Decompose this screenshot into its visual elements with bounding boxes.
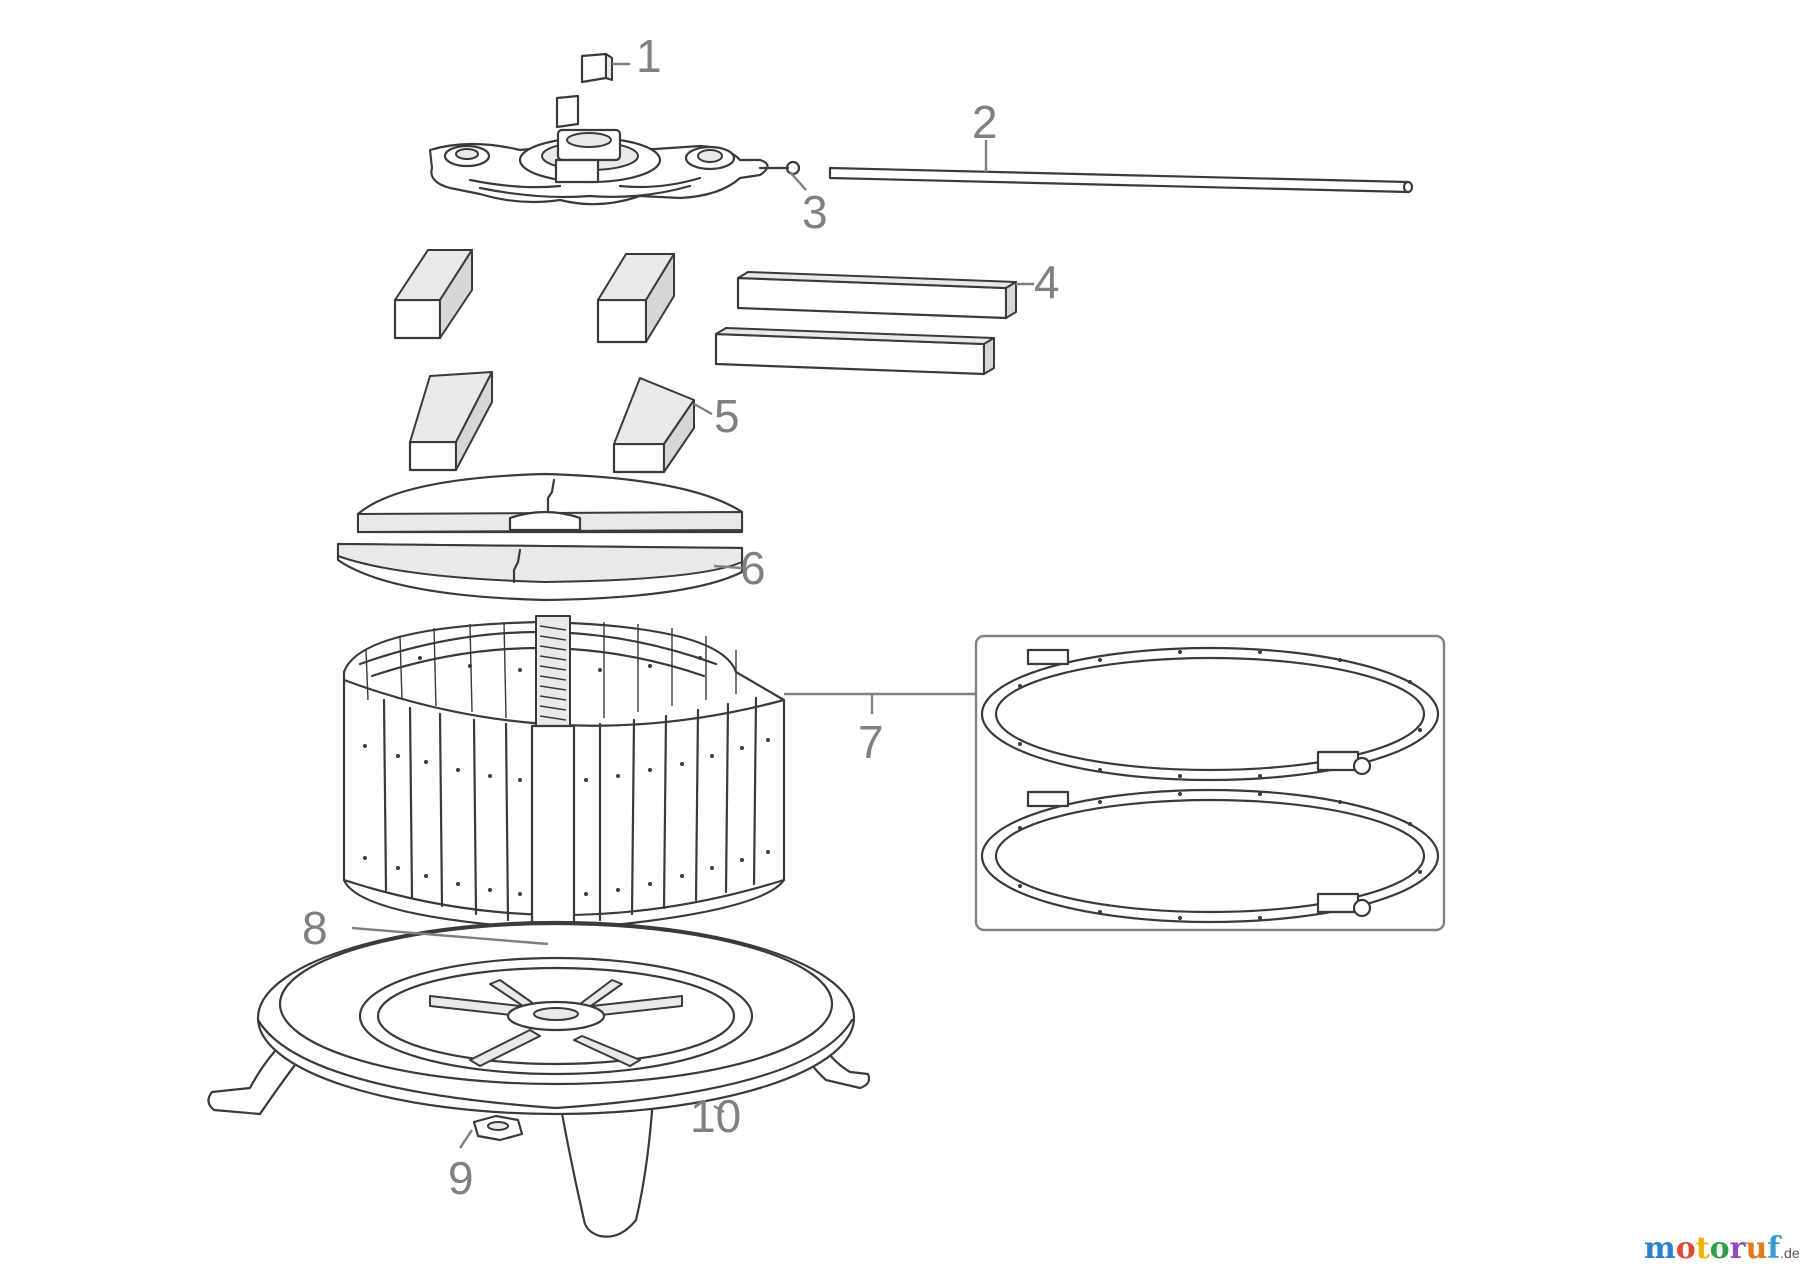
callout-6: 6 <box>740 542 766 594</box>
part-2-handle-rod <box>828 166 1414 194</box>
part-4-short-blocks <box>393 249 675 344</box>
logo-letter: o <box>1710 1231 1730 1266</box>
callout-labels: 1 2 3 4 5 6 7 8 9 10 <box>302 30 1060 1204</box>
callout-10: 10 <box>690 1090 741 1142</box>
logo-letter: o <box>1676 1231 1696 1266</box>
part-9-hex-nut <box>472 1114 524 1142</box>
svg-text:motoruf.de: motoruf.de <box>1644 1231 1800 1266</box>
part-5-pressing-blocks <box>408 371 695 474</box>
callout-9: 9 <box>448 1152 474 1204</box>
callout-5: 5 <box>714 390 740 442</box>
callout-8: 8 <box>302 902 328 954</box>
logo-letter: r <box>1730 1231 1747 1266</box>
part-3-gear-head <box>428 128 801 206</box>
part-4-long-bars <box>714 271 1017 376</box>
part-10-base-tray <box>207 920 871 1238</box>
part-6-press-plates <box>336 472 744 602</box>
logo-letter: f <box>1767 1231 1782 1266</box>
callout-3: 3 <box>802 186 828 238</box>
logo-suffix: .de <box>1780 1245 1800 1261</box>
logo-letter: u <box>1745 1231 1767 1266</box>
callout-2: 2 <box>972 96 998 148</box>
logo-letter: t <box>1696 1231 1710 1266</box>
motoruf-logo: motoruf.de <box>1644 1231 1800 1266</box>
part-7-barrel-cage <box>342 615 786 936</box>
part-1-block <box>555 52 613 129</box>
part-7-hoop-bands-detail <box>974 634 1446 932</box>
callout-7: 7 <box>858 716 884 768</box>
callout-1: 1 <box>636 30 662 82</box>
leader-lines <box>351 62 1034 1149</box>
callout-4: 4 <box>1034 256 1060 308</box>
logo-letter: m <box>1644 1231 1676 1266</box>
